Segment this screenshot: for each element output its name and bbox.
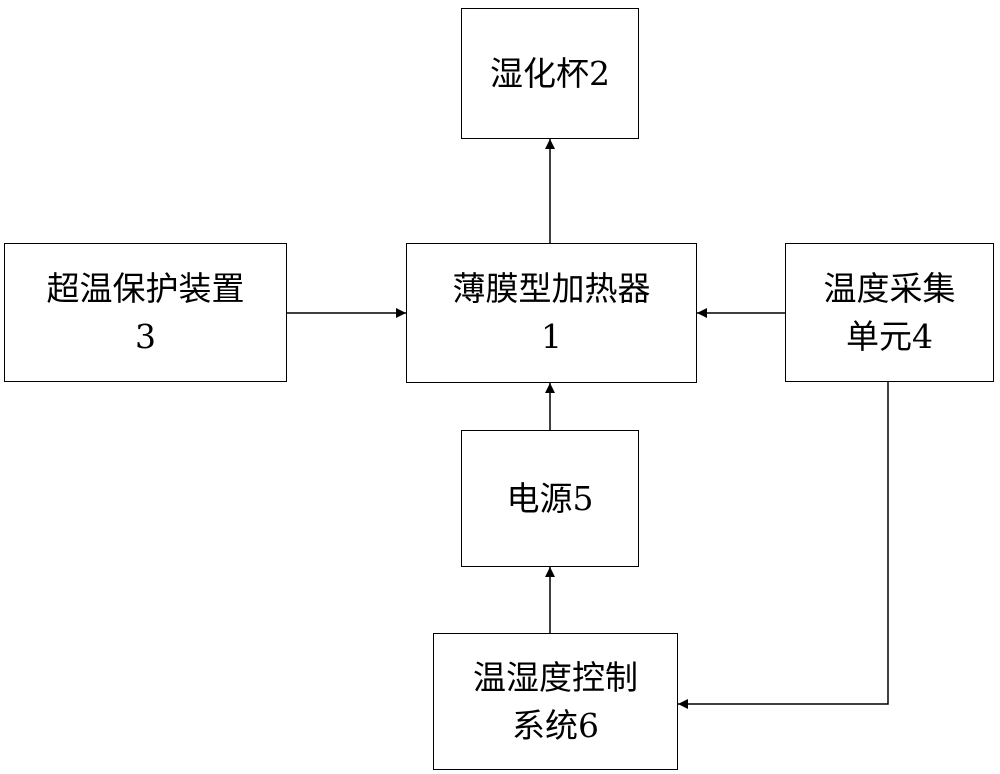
temp-acquisition-label-line2: 单元4	[846, 316, 933, 356]
overtemp-protection-label-line1: 超温保护装置	[46, 268, 245, 308]
humidifier-cup-label: 湿化杯2	[490, 53, 610, 93]
control-system-label-line2: 系统6	[512, 705, 599, 745]
overtemp-protection-box: 超温保护装置 3	[4, 243, 287, 382]
film-heater-label-line1: 薄膜型加热器	[452, 269, 651, 308]
arrow-acquisition-to-control	[678, 382, 889, 709]
power-supply-box: 电源5	[461, 430, 639, 567]
film-heater-box: 薄膜型加热器 1	[406, 243, 697, 383]
overtemp-protection-label-line2: 3	[135, 316, 156, 356]
control-system-label-line1: 温湿度控制	[473, 657, 638, 697]
temp-acquisition-box: 温度采集 单元4	[785, 243, 994, 382]
power-supply-label: 电源5	[506, 478, 594, 518]
temp-acquisition-label-line1: 温度采集	[823, 268, 956, 308]
humidifier-cup-box: 湿化杯2	[461, 8, 639, 139]
control-system-box: 温湿度控制 系统6	[433, 633, 678, 770]
film-heater-label-line2: 1	[541, 317, 562, 356]
